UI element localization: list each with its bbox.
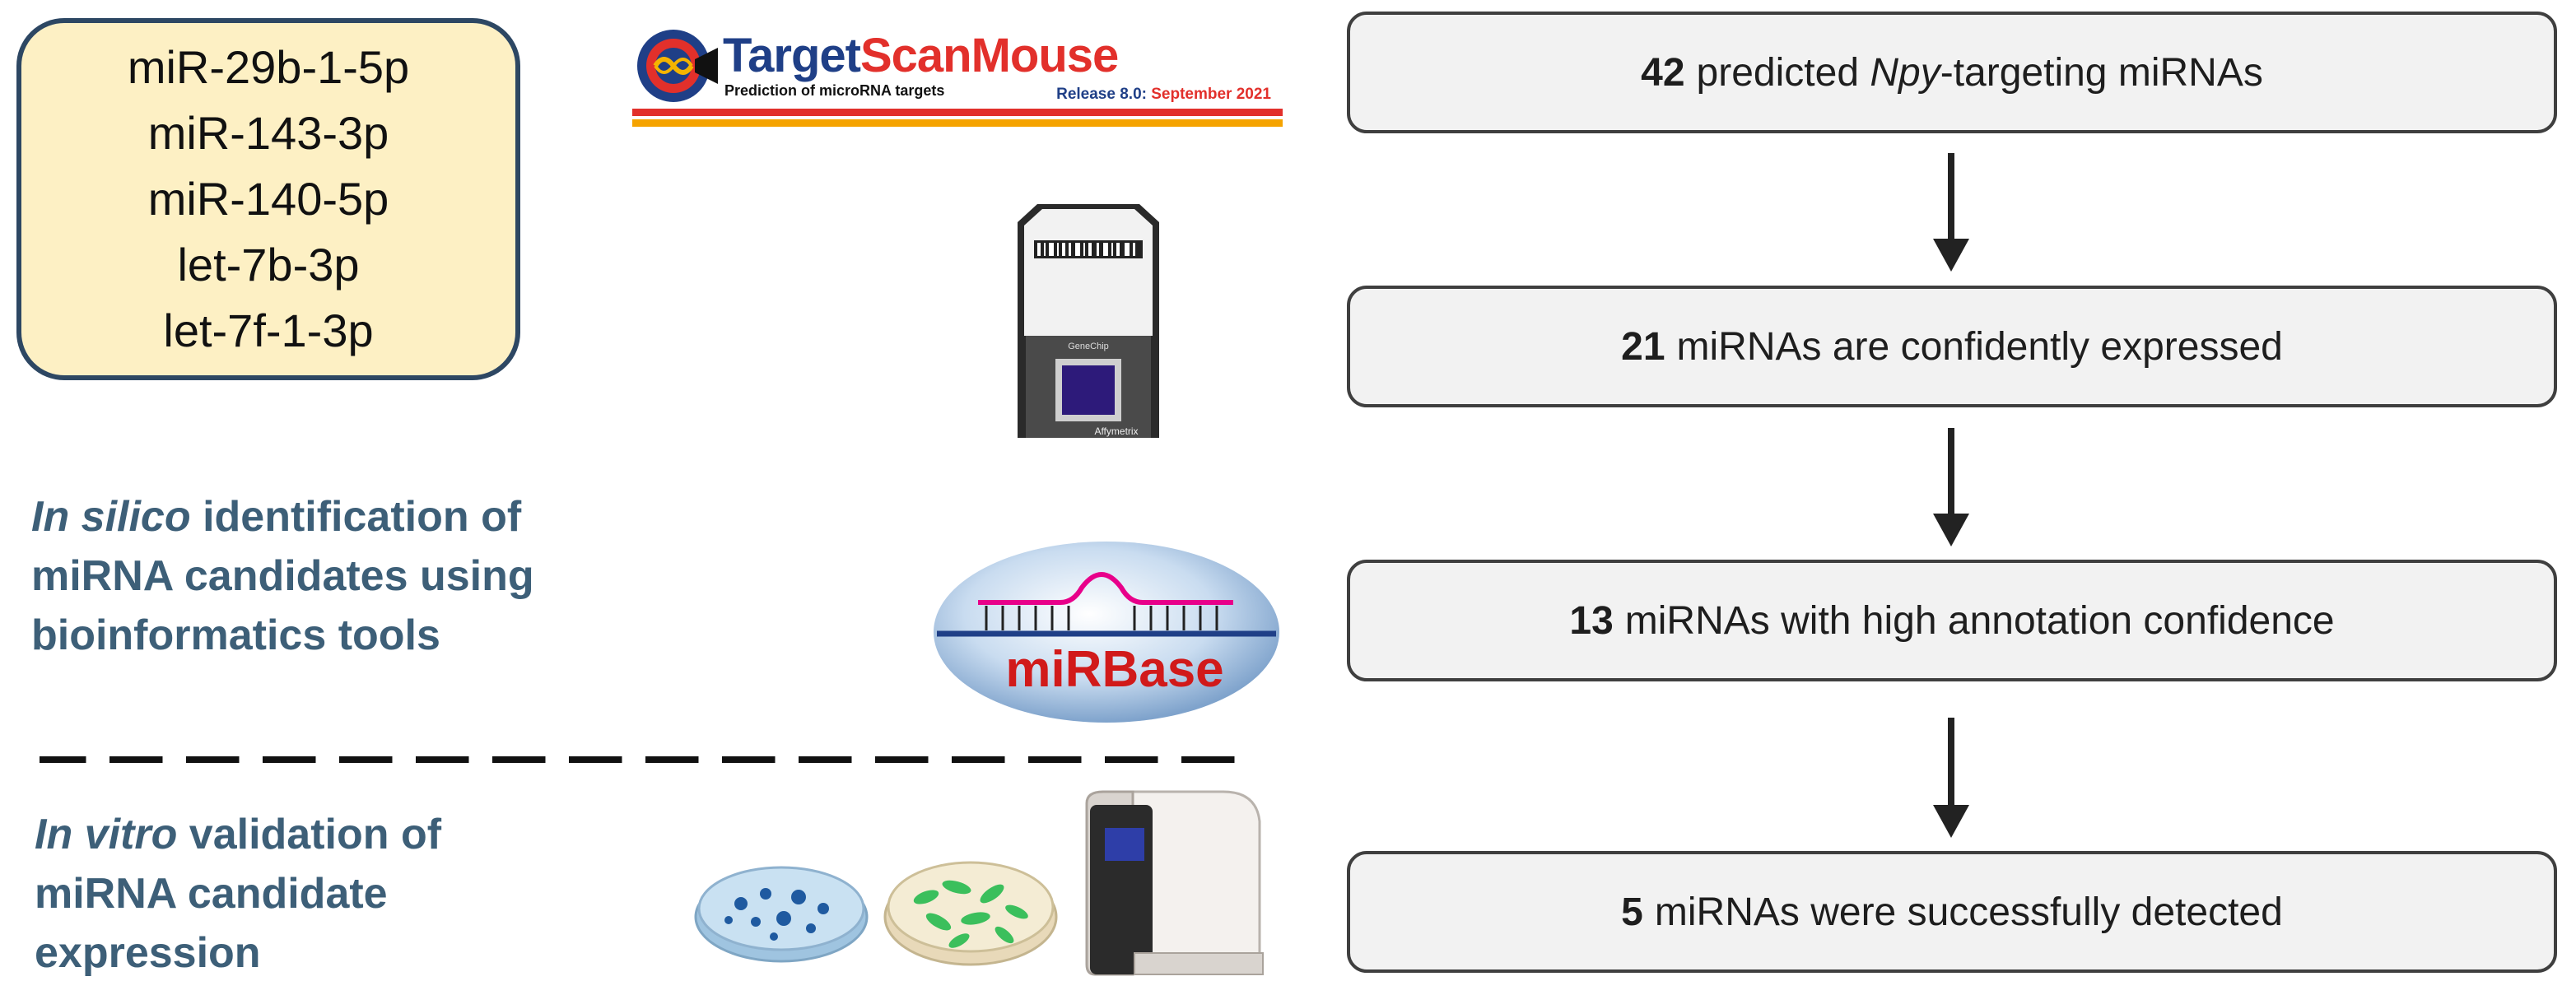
chip-brand: GeneChip <box>1068 342 1109 351</box>
caption-text: validation of <box>189 811 442 858</box>
targetscan-subtitle: Prediction of microRNA targets <box>724 82 945 99</box>
chip-maker: Affymetrix <box>1094 425 1138 437</box>
candidate-mirna: miR-29b-1-5p <box>127 41 410 93</box>
gene-name: Npy <box>1870 50 1940 95</box>
banner-stripes <box>632 109 1283 127</box>
flow-count: 42 <box>1641 50 1685 95</box>
down-arrow-icon <box>1933 718 1969 838</box>
caption-text: miRNA candidate <box>35 870 388 918</box>
caption-text: identification of <box>203 493 522 541</box>
flow-text: miRNAs with high annotation confidence <box>1624 598 2335 643</box>
caption-text: bioinformatics tools <box>31 611 440 659</box>
in-silico-italic: In silico <box>31 493 191 541</box>
flow-text: -targeting miRNAs <box>1940 50 2263 95</box>
candidate-mirna: let-7f-1-3p <box>163 305 374 356</box>
petri-dish-blue-icon <box>694 866 869 963</box>
in-vitro-italic: In vitro <box>35 811 178 858</box>
flow-text: miRNAs are confidently expressed <box>1676 324 2283 369</box>
targetscan-release: Release 8.0: September 2021 <box>1056 86 1271 103</box>
section-divider <box>40 756 1258 763</box>
flow-text: miRNAs were successfully detected <box>1654 890 2283 934</box>
candidate-mirna: let-7b-3p <box>177 239 360 291</box>
caption-text: expression <box>35 929 261 977</box>
flow-step-annotation: 13 miRNAs with high annotation confidenc… <box>1347 560 2557 681</box>
flow-step-predicted: 42 predicted Npy-targeting miRNAs <box>1347 12 2557 133</box>
flow-step-detected: 5 miRNAs were successfully detected <box>1347 851 2557 973</box>
target-icon <box>637 30 718 102</box>
in-vitro-caption: In vitro validation of miRNA candidate e… <box>35 805 594 983</box>
flow-step-expressed: 21 miRNAs are confidently expressed <box>1347 286 2557 407</box>
in-silico-caption: In silico identification of miRNA candid… <box>31 487 624 665</box>
candidate-mirna: miR-140-5p <box>147 173 389 225</box>
down-arrow-icon <box>1933 428 1969 546</box>
petri-dish-cells-icon <box>883 861 1058 966</box>
candidate-mirna-box: miR-29b-1-5p miR-143-3p miR-140-5p let-7… <box>16 18 520 380</box>
flow-count: 5 <box>1621 890 1643 934</box>
genechip-microarray-icon: GeneChip Affymetrix <box>1018 204 1159 438</box>
mirbase-logo: miRBase <box>934 542 1279 723</box>
flow-count: 21 <box>1621 324 1665 369</box>
targetscan-title: TargetScanMouse <box>723 29 1119 82</box>
targetscan-logo: TargetScanMouse Prediction of microRNA t… <box>632 23 1283 130</box>
flow-count: 13 <box>1569 598 1614 643</box>
down-arrow-icon <box>1933 153 1969 272</box>
qpcr-instrument-icon <box>1085 790 1264 976</box>
flow-text: predicted <box>1696 50 1860 95</box>
caption-text: miRNA candidates using <box>31 552 534 600</box>
candidate-mirna: miR-143-3p <box>147 107 389 159</box>
mirbase-label: miRBase <box>1005 641 1223 698</box>
